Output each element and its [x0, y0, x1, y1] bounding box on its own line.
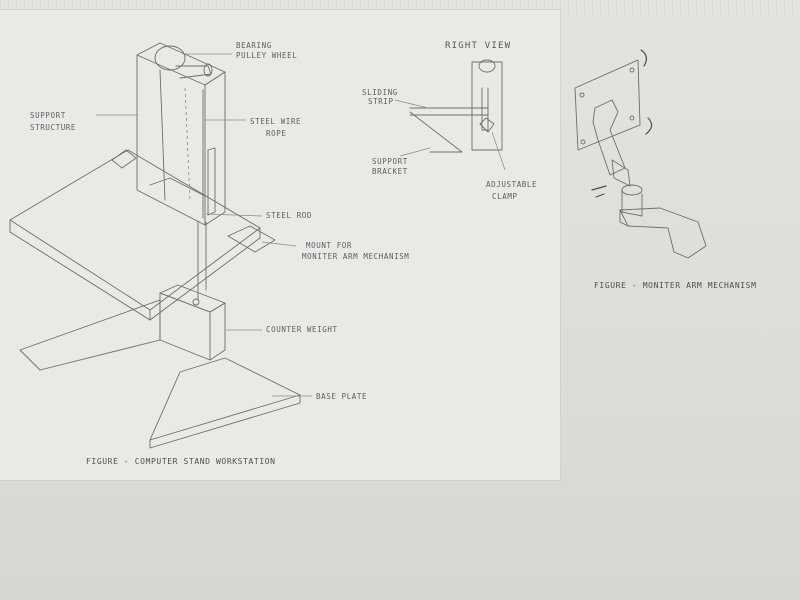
- arm-pivot: [621, 184, 643, 196]
- column-inner: [159, 69, 166, 201]
- base-plate-edge: [149, 394, 301, 449]
- column-top: [136, 42, 226, 86]
- arm-hole-1: [579, 92, 585, 98]
- pulley-shaft: [175, 65, 212, 79]
- arm-link-joint: [611, 159, 631, 187]
- rv-rod: [481, 87, 489, 131]
- rv-pulley: [478, 59, 496, 73]
- rv-column: [471, 61, 503, 151]
- drawing-sheet: [0, 10, 560, 480]
- label-mount-for: MOUNT FOR: [306, 241, 353, 250]
- arm-post: [621, 189, 643, 217]
- shaft-end: [203, 63, 213, 77]
- arm-plate: [574, 59, 641, 151]
- arm-rotate-arrow: [640, 49, 647, 67]
- rv-clamp: [479, 117, 495, 133]
- caption-workstation: FIGURE - COMPUTER STAND WORKSTATION: [86, 457, 276, 466]
- arm-hole-2: [629, 67, 635, 73]
- arm-hole-4: [629, 115, 635, 121]
- column-front: [136, 54, 206, 226]
- label-rope: ROPE: [266, 129, 287, 138]
- rv-leader-bracket: [399, 147, 431, 157]
- rv-strip: [409, 107, 489, 116]
- wire-rope-hidden: [184, 87, 191, 201]
- mount-plate: [227, 225, 276, 253]
- table-edge: [9, 219, 151, 321]
- rv-leader-strip: [394, 99, 429, 109]
- counter-weight-front: [159, 292, 211, 361]
- slot: [207, 147, 216, 216]
- rv-leader-clamp: [491, 131, 506, 171]
- label-right-view: RIGHT VIEW: [445, 41, 512, 51]
- label-support-bracket-1: SUPPORT: [372, 157, 408, 166]
- base-plate-front: [149, 357, 301, 441]
- label-steel-rod: STEEL ROD: [266, 211, 313, 220]
- arm-motion-arrow: [591, 185, 607, 198]
- label-steel-wire: STEEL WIRE: [250, 117, 302, 126]
- counter-weight-top: [159, 284, 226, 313]
- column-base: [149, 177, 206, 197]
- label-base-plate: BASE PLATE: [316, 392, 368, 401]
- rv-bracket: [409, 111, 463, 153]
- arm-hole-3: [580, 139, 586, 145]
- label-sliding: SLIDING: [362, 88, 398, 97]
- label-pulley-wheel: PULLEY WHEEL: [236, 51, 298, 60]
- table-edge-right: [149, 227, 261, 321]
- counter-weight-hole: [192, 298, 200, 306]
- label-clamp: CLAMP: [492, 192, 518, 201]
- label-counter-weight: COUNTER WEIGHT: [266, 325, 338, 334]
- arm-base: [619, 207, 707, 259]
- caption-arm-mechanism: FIGURE - MONITER ARM MECHANISM: [594, 281, 757, 290]
- table-corner-bracket: [111, 149, 137, 169]
- label-strip: STRIP: [368, 97, 394, 106]
- label-bearing: BEARING: [236, 41, 272, 50]
- arm-rotate-arrow-2: [645, 117, 653, 135]
- table-top: [9, 149, 261, 311]
- label-structure: STRUCTURE: [30, 123, 77, 132]
- counter-weight-side: [209, 302, 226, 361]
- arm-base-side: [619, 209, 629, 227]
- label-adjustable: ADJUSTABLE: [486, 180, 538, 189]
- leader-mount: [261, 241, 297, 247]
- base-plate-left: [19, 299, 161, 371]
- label-moniter-arm-mechanism: MONITER ARM MECHANISM: [302, 252, 410, 261]
- label-support: SUPPORT: [30, 111, 66, 120]
- label-support-bracket-2: BRACKET: [372, 167, 408, 176]
- pulley-wheel: [154, 45, 186, 71]
- leader-rod: [205, 213, 263, 217]
